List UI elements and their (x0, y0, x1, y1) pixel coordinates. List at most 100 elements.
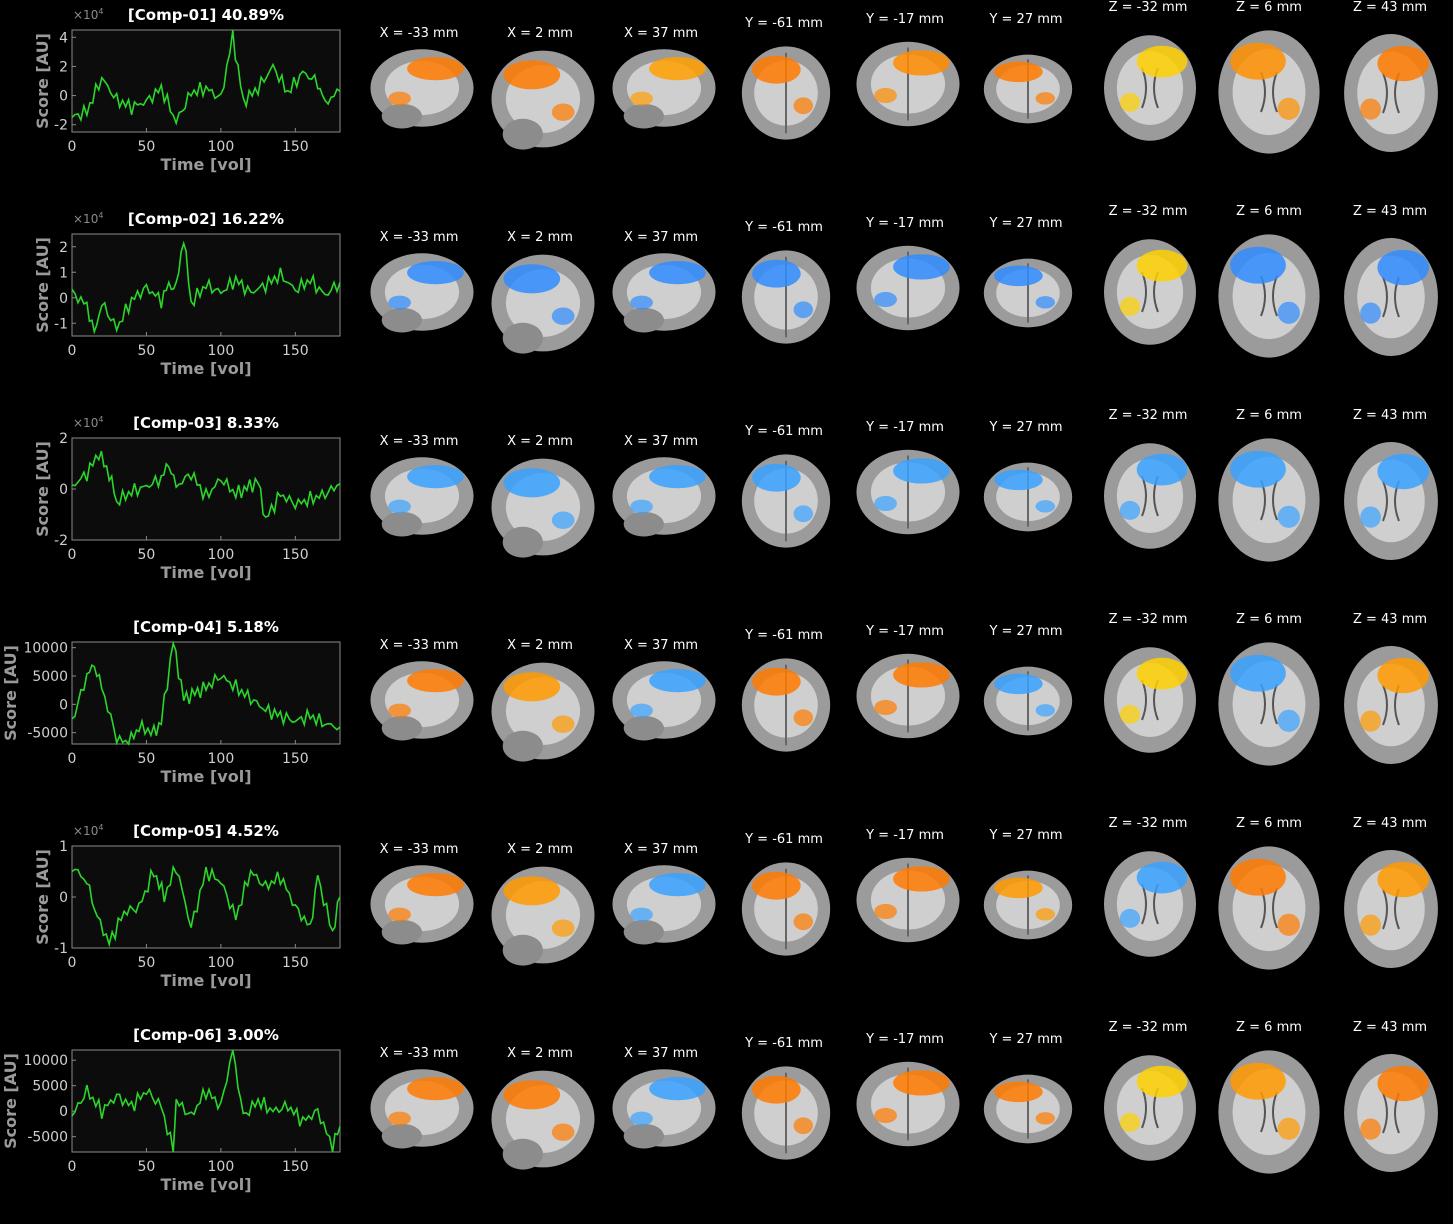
brain-slice-cor (856, 41, 960, 127)
activation-cluster (1035, 500, 1055, 513)
activation-cluster (1230, 42, 1286, 80)
activation-cluster (1230, 654, 1286, 692)
slice-coordinate-label: Y = -61 mm (745, 424, 823, 439)
brain-slice-axl (1218, 30, 1320, 154)
slice-coordinate-label: X = -33 mm (379, 638, 459, 653)
activation-cluster (752, 463, 801, 492)
score-line (71, 640, 341, 746)
plot-area (71, 641, 341, 745)
activation-cluster (1035, 1112, 1055, 1125)
x-tick-label: 100 (208, 343, 235, 359)
brain-slice-axl (1104, 647, 1196, 753)
slice-coordinate-label: Z = 6 mm (1236, 1020, 1302, 1035)
activation-cluster (1277, 97, 1300, 120)
score-line (71, 864, 341, 948)
y-tick-label: 2 (59, 240, 68, 256)
x-tick-label: 150 (282, 751, 309, 767)
slice-coordinate-label: Y = 27 mm (989, 624, 1063, 639)
component-title: [Comp-04] 5.18% (133, 618, 279, 636)
slice-coordinate-label: Z = 43 mm (1352, 612, 1428, 627)
brain-slice-cor (983, 258, 1073, 328)
x-tick-label: 0 (68, 751, 77, 767)
slice-coordinate-label: X = -33 mm (379, 1046, 459, 1061)
slice-coordinate-label: Y = 27 mm (989, 216, 1063, 231)
y-axis-label: Score [AU] (1, 1053, 20, 1149)
brain-slice-sag (491, 662, 595, 762)
cerebellum (502, 1138, 543, 1170)
y-tick-label: 0 (59, 482, 68, 498)
slice-coordinate-label: Z = -32 mm (1108, 204, 1188, 219)
brain-slice-axl (1218, 234, 1320, 358)
x-tick-label: 150 (282, 1159, 309, 1175)
slice-coordinate-label: Y = -17 mm (866, 828, 944, 843)
y-tick-label: 0 (59, 890, 68, 906)
activation-cluster (1360, 710, 1381, 732)
activation-cluster (1119, 1112, 1141, 1132)
x-tick-label: 100 (208, 1159, 235, 1175)
activation-cluster (551, 715, 575, 733)
activation-cluster (1136, 657, 1188, 690)
brain-slice-cor (983, 1074, 1073, 1144)
component-title: [Comp-06] 3.00% (133, 1026, 279, 1044)
brain-slice-sag (612, 49, 716, 129)
cerebellum (623, 1123, 664, 1149)
axis-exponent: ×104 (73, 211, 103, 226)
brain-slice-axl (1104, 239, 1196, 345)
activation-cluster (793, 301, 813, 319)
brain-slice-sag (612, 1069, 716, 1149)
slice-coordinate-label: Y = 27 mm (989, 12, 1063, 27)
brain-slice-sag (370, 49, 474, 129)
activation-cluster (388, 91, 411, 106)
slice-coordinate-label: X = 37 mm (623, 842, 699, 857)
activation-cluster (893, 50, 950, 76)
slice-coordinate-label: Y = 27 mm (989, 828, 1063, 843)
plot-area (71, 233, 341, 337)
x-axis-label: Time [vol] (160, 155, 251, 174)
cerebellum (381, 1123, 422, 1149)
x-tick-label: 100 (208, 955, 235, 971)
activation-cluster (1377, 861, 1430, 898)
activation-cluster (503, 672, 561, 702)
activation-cluster (551, 511, 575, 529)
activation-cluster (630, 907, 653, 922)
activation-cluster (893, 866, 950, 892)
activation-cluster (752, 667, 801, 696)
brain-slice-sag (491, 1070, 595, 1170)
slice-coordinate-label: Y = -61 mm (745, 16, 823, 31)
brain-slice-axl (1218, 642, 1320, 766)
slice-coordinate-label: Y = -61 mm (745, 832, 823, 847)
activation-cluster (1230, 246, 1286, 284)
activation-cluster (407, 669, 464, 693)
cerebellum (623, 307, 664, 333)
activation-cluster (407, 57, 464, 81)
cerebellum (502, 526, 543, 558)
activation-cluster (388, 907, 411, 922)
activation-cluster (1360, 506, 1381, 528)
exponent-base: ×10 (73, 416, 99, 430)
activation-cluster (1119, 500, 1141, 520)
y-tick-label: 2 (59, 431, 68, 447)
brain-slice-axl (1344, 850, 1438, 968)
activation-cluster (994, 877, 1043, 899)
activation-cluster (1360, 98, 1381, 120)
activation-cluster (1035, 908, 1055, 921)
brain-slice-cor (856, 245, 960, 331)
brain-slice-cor (983, 870, 1073, 940)
slice-coordinate-label: Y = -17 mm (866, 12, 944, 27)
x-axis-label: Time [vol] (160, 1175, 251, 1194)
slice-coordinate-label: Z = 6 mm (1236, 408, 1302, 423)
activation-cluster (407, 1077, 464, 1101)
activation-cluster (994, 469, 1043, 491)
cerebellum (381, 511, 422, 537)
exponent-base: ×10 (73, 212, 99, 226)
y-tick-label: 0 (59, 1104, 68, 1120)
brain-slice-sag (491, 50, 595, 150)
exponent-power: 4 (98, 7, 104, 16)
x-axis-label: Time [vol] (160, 563, 251, 582)
activation-cluster (1377, 45, 1430, 82)
activation-cluster (1119, 908, 1141, 928)
